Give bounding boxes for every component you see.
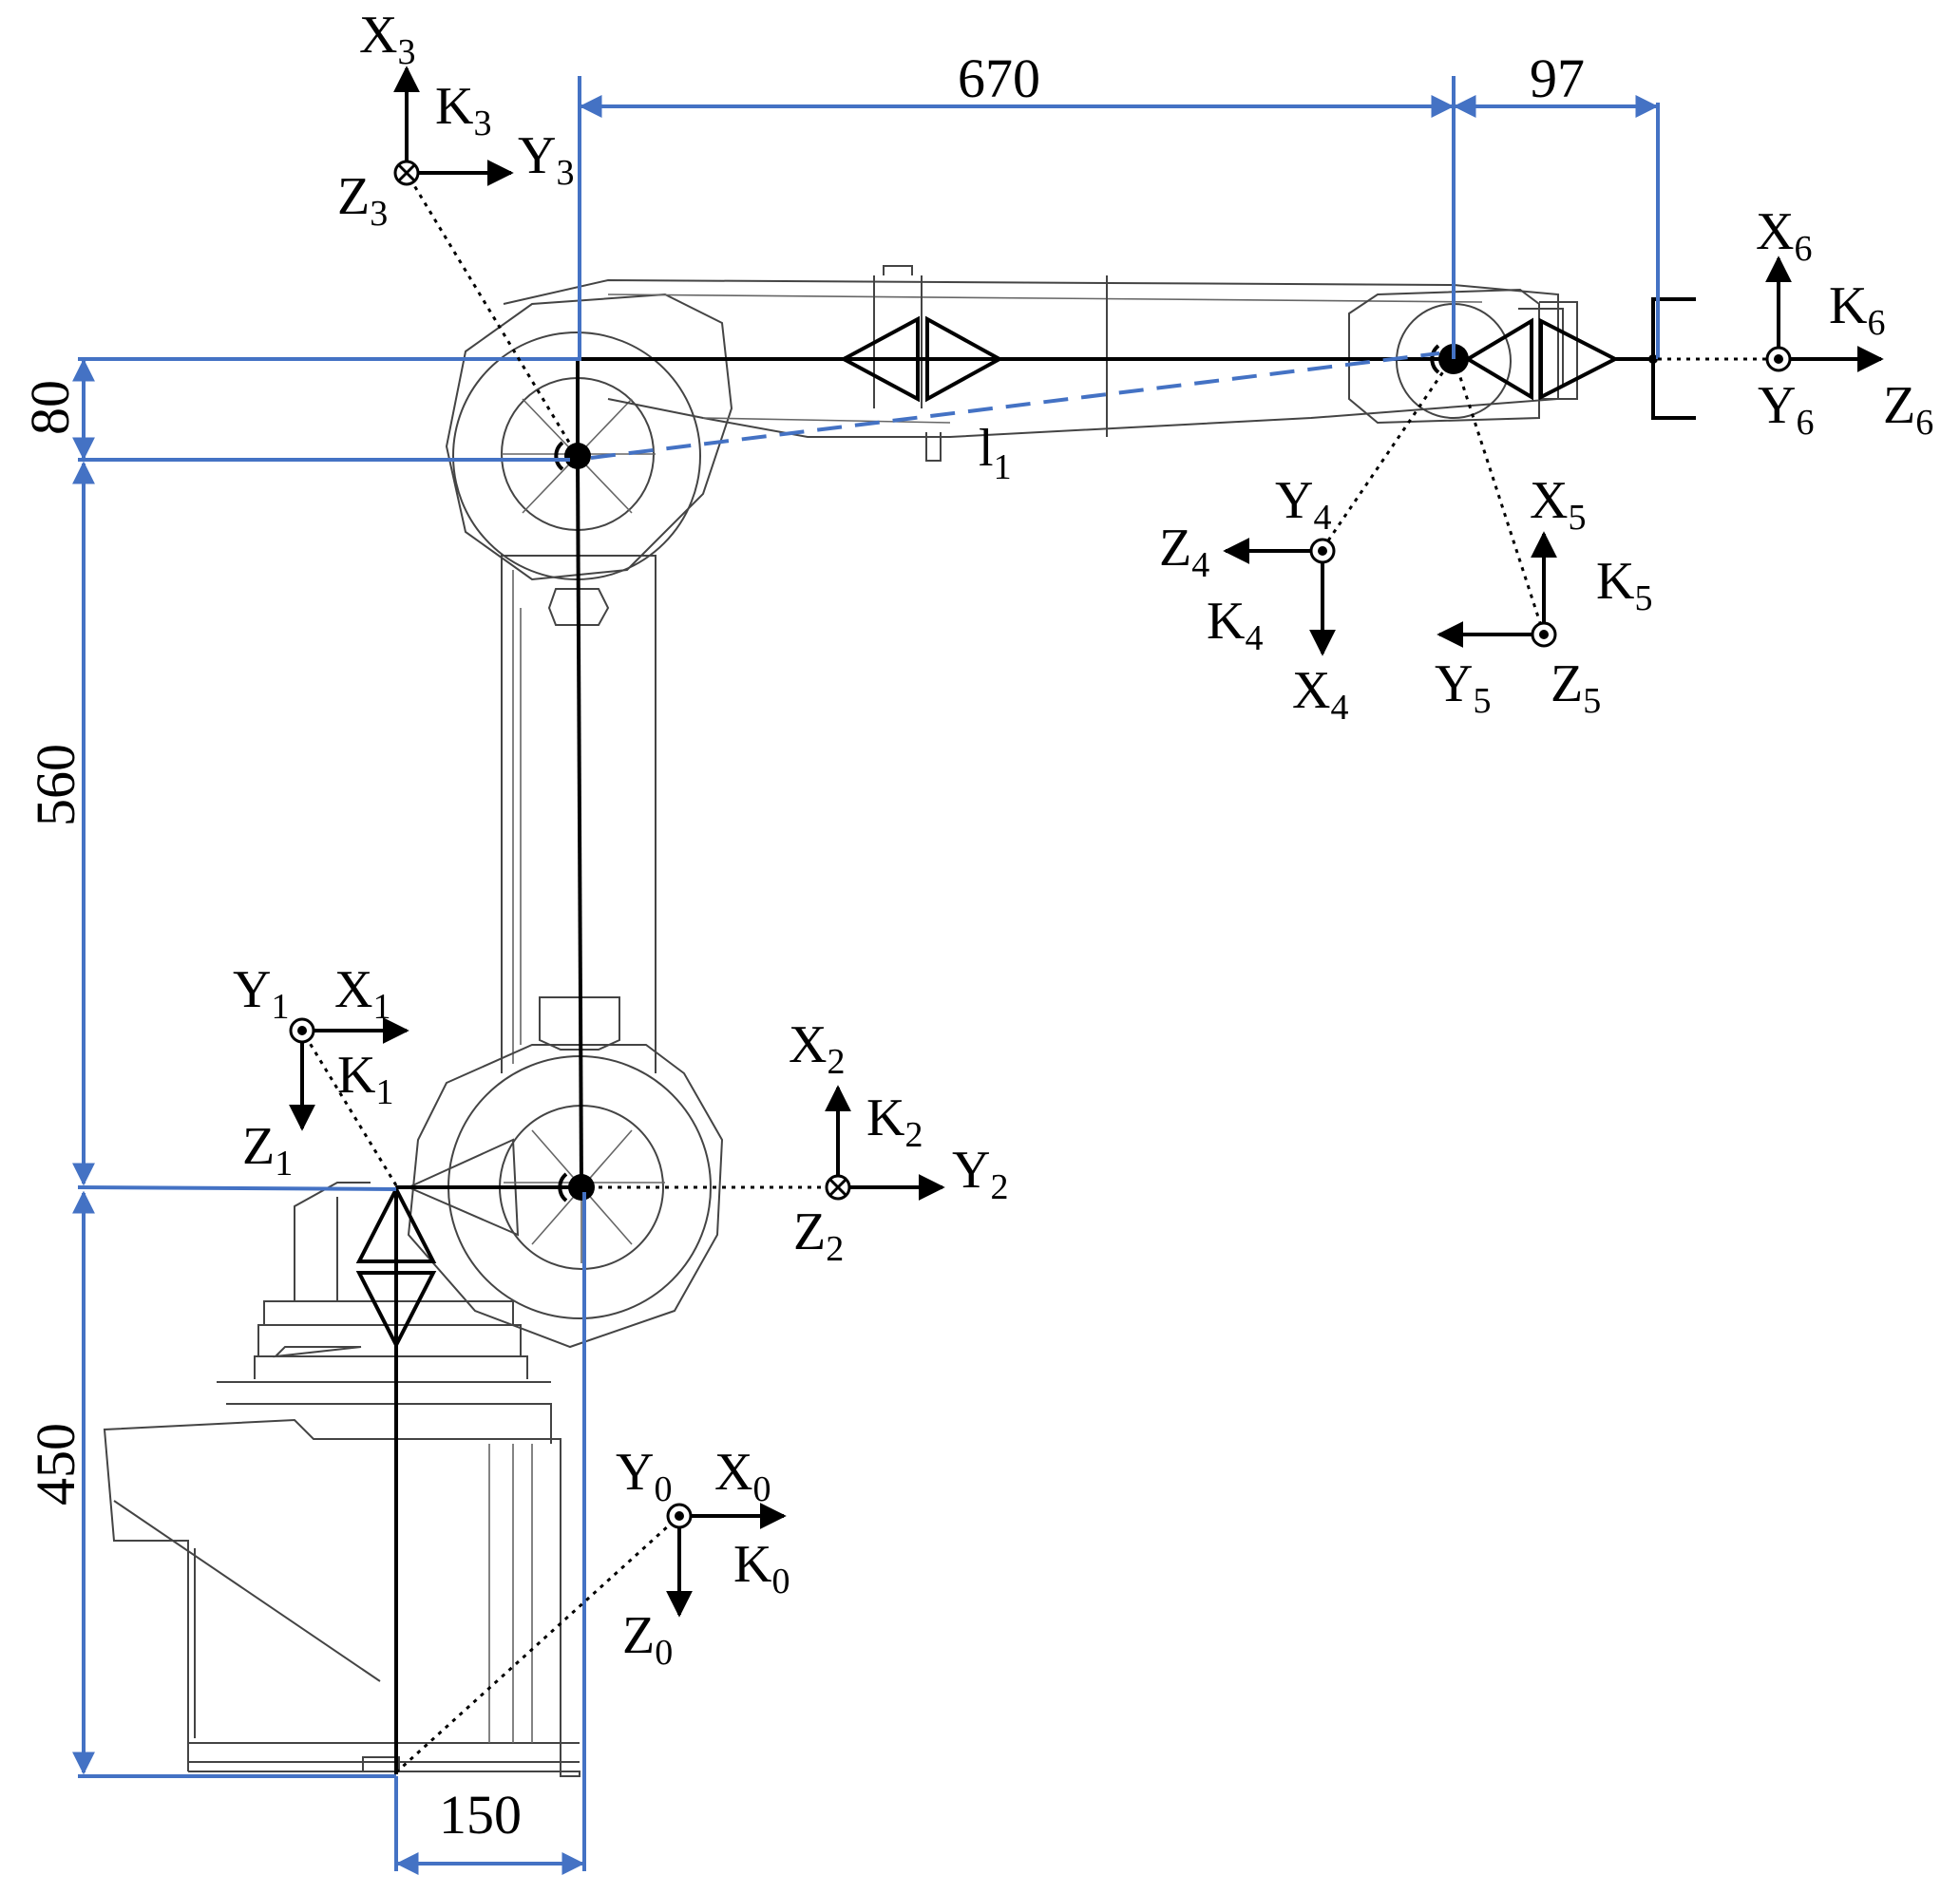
svg-text:Z6: Z6: [1883, 376, 1933, 443]
svg-text:K4: K4: [1207, 592, 1263, 658]
svg-text:X1: X1: [334, 960, 390, 1027]
dimension-150: 150: [439, 1784, 522, 1846]
svg-text:X0: X0: [714, 1443, 771, 1509]
link-l1-label: l1: [979, 419, 1012, 487]
dimension-97: 97: [1530, 47, 1585, 109]
svg-text:Z0: Z0: [622, 1606, 673, 1673]
frame-3: X3 K3 Y3 Z3: [337, 6, 574, 234]
svg-text:Z2: Z2: [793, 1203, 844, 1269]
joint-4-symbol: [839, 315, 1004, 403]
frame-4: Y4 Z4 K4 X4: [1159, 471, 1348, 728]
svg-text:K2: K2: [866, 1089, 923, 1155]
link-l1-dashed: [590, 351, 1440, 460]
frame-1: Y1 X1 K1 Z1: [233, 960, 409, 1184]
dimension-80: 80: [19, 380, 81, 435]
svg-text:X4: X4: [1292, 661, 1348, 728]
joint-1-symbol: [355, 1184, 437, 1350]
frame-leaders: [300, 172, 1779, 1774]
svg-text:K0: K0: [733, 1535, 790, 1601]
svg-text:X5: X5: [1530, 471, 1586, 538]
dimension-450: 450: [25, 1423, 86, 1506]
frame-6: X6 K6 Y6 Z6: [1756, 202, 1933, 443]
svg-text:Z5: Z5: [1551, 654, 1601, 721]
frame-0: Y0 X0 K0 Z0: [616, 1443, 790, 1673]
svg-text:Z1: Z1: [242, 1117, 293, 1184]
svg-text:K1: K1: [337, 1046, 393, 1112]
svg-text:K3: K3: [435, 77, 491, 143]
kinematic-chain: [355, 297, 1696, 1774]
svg-text:K5: K5: [1596, 552, 1652, 618]
svg-text:K6: K6: [1829, 276, 1885, 343]
svg-text:Z4: Z4: [1159, 519, 1209, 585]
svg-text:X3: X3: [359, 6, 415, 72]
svg-text:Y4: Y4: [1275, 471, 1331, 538]
svg-text:Y1: Y1: [233, 960, 289, 1027]
svg-text:X2: X2: [789, 1015, 845, 1082]
frame-5: X5 K5 Y5 Z5: [1435, 471, 1652, 721]
dimension-560: 560: [25, 744, 86, 826]
dimension-670: 670: [958, 47, 1040, 109]
svg-text:X6: X6: [1756, 202, 1812, 269]
svg-text:Y5: Y5: [1435, 654, 1491, 721]
svg-text:Y0: Y0: [616, 1443, 672, 1509]
svg-text:Y3: Y3: [518, 126, 574, 193]
dimension-lines: [72, 76, 1660, 1875]
frame-2: X2 K2 Y2 Z2: [789, 1015, 1008, 1269]
robot-outline: [103, 265, 1578, 1777]
svg-text:Z3: Z3: [337, 167, 388, 234]
joint-6-symbol: [1464, 317, 1620, 401]
svg-text:Y6: Y6: [1758, 376, 1814, 443]
svg-text:Y2: Y2: [952, 1141, 1008, 1207]
